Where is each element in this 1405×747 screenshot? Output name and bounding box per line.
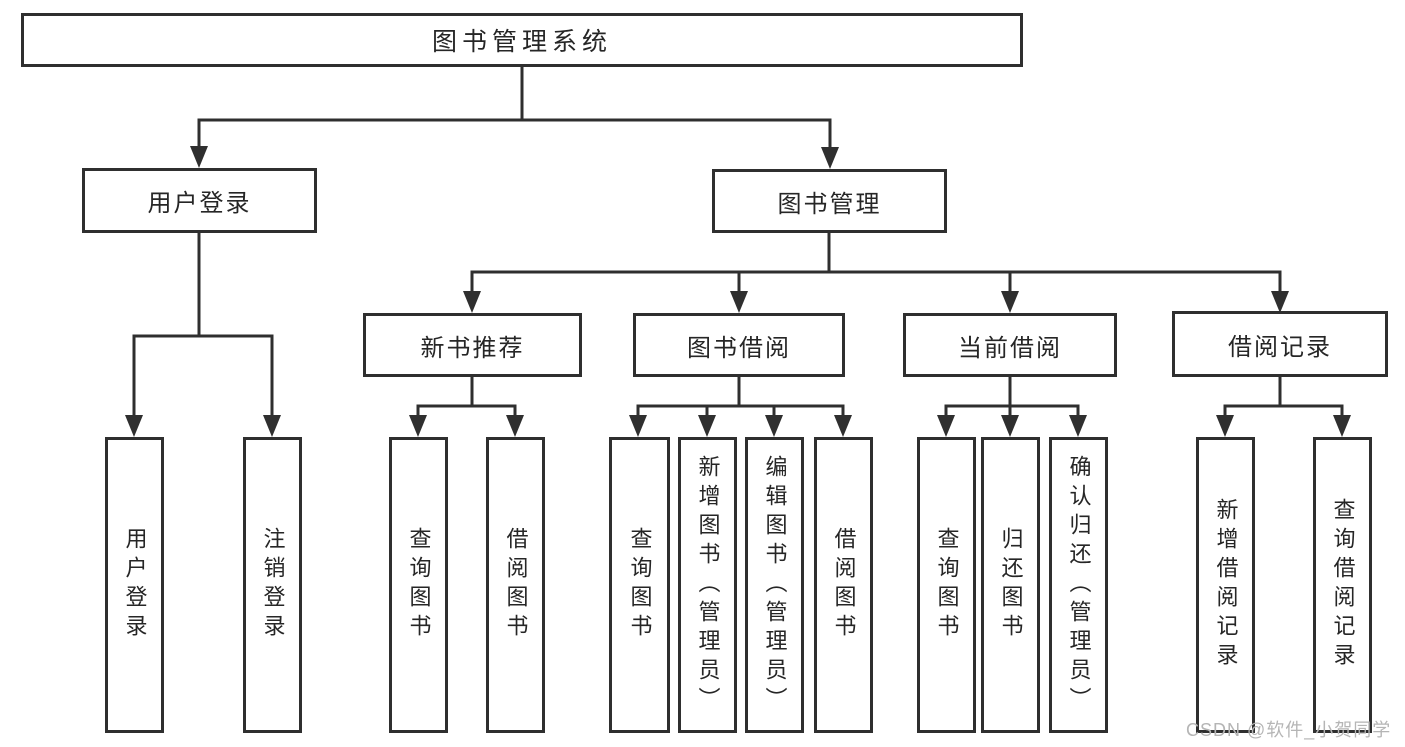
node-root-label: 图书管理系统 [431, 28, 612, 56]
node-new-book-recommend-label: 新书推荐 [420, 334, 525, 362]
arrow-down-icon [730, 291, 748, 313]
arrow-down-icon [821, 147, 839, 169]
node-new-book-recommend: 新书推荐 [363, 313, 582, 377]
leaf-edit-book-admin: 编辑图书（管理员） [745, 437, 804, 733]
leaf-edit-book-admin-label: 编辑图书（管理员） [762, 454, 788, 716]
node-current-borrow-label: 当前借阅 [958, 334, 1062, 362]
leaf-add-book-admin-label: 新增图书（管理员） [695, 454, 721, 716]
leaf-query-borrow-record-label: 查询借阅记录 [1330, 498, 1356, 672]
arrow-down-icon [190, 146, 208, 168]
node-book-management-label: 图书管理 [777, 190, 882, 218]
arrow-down-icon [463, 291, 481, 313]
arrow-down-icon [937, 415, 955, 437]
arrow-down-icon [1001, 415, 1019, 437]
arrow-down-icon [125, 415, 143, 437]
arrow-down-icon [1333, 415, 1351, 437]
leaf-user-login-label: 用户登录 [122, 527, 148, 643]
leaf-return-books-label: 归还图书 [998, 527, 1024, 643]
leaf-query-books-recommend: 查询图书 [389, 437, 448, 733]
leaf-query-books-current: 查询图书 [917, 437, 976, 733]
leaf-query-books-borrow-label: 查询图书 [627, 527, 653, 643]
leaf-add-borrow-record-label: 新增借阅记录 [1213, 498, 1239, 672]
leaf-confirm-return-admin-label: 确认归还（管理员） [1066, 454, 1092, 716]
node-borrow-records: 借阅记录 [1172, 311, 1388, 377]
arrow-down-icon [629, 415, 647, 437]
arrow-down-icon [698, 415, 716, 437]
arrow-down-icon [1001, 291, 1019, 313]
leaf-logout-label: 注销登录 [260, 527, 286, 643]
arrow-down-icon [765, 415, 783, 437]
arrow-down-icon [834, 415, 852, 437]
node-book-management: 图书管理 [712, 169, 947, 233]
leaf-query-borrow-record: 查询借阅记录 [1313, 437, 1372, 733]
leaf-logout: 注销登录 [243, 437, 302, 733]
leaf-borrow-books-label: 借阅图书 [831, 527, 857, 643]
csdn-watermark: CSDN @软件_小贺同学 [1186, 720, 1392, 740]
leaf-query-books-borrow: 查询图书 [609, 437, 670, 733]
node-book-borrow: 图书借阅 [633, 313, 845, 377]
leaf-borrow-books-recommend: 借阅图书 [486, 437, 545, 733]
arrow-down-icon [1216, 415, 1234, 437]
leaf-query-books-current-label: 查询图书 [934, 527, 960, 643]
node-user-login-label: 用户登录 [147, 190, 252, 217]
arrow-down-icon [1271, 291, 1289, 313]
leaf-add-book-admin: 新增图书（管理员） [678, 437, 737, 733]
leaf-query-books-recommend-label: 查询图书 [406, 527, 432, 643]
node-user-login: 用户登录 [82, 168, 317, 233]
node-current-borrow: 当前借阅 [903, 313, 1117, 377]
node-borrow-records-label: 借阅记录 [1228, 333, 1332, 361]
leaf-add-borrow-record: 新增借阅记录 [1196, 437, 1255, 733]
node-book-borrow-label: 图书借阅 [687, 334, 791, 362]
arrow-down-icon [263, 415, 281, 437]
arrow-down-icon [506, 415, 524, 437]
node-root-system: 图书管理系统 [21, 13, 1023, 67]
leaf-borrow-books-recommend-label: 借阅图书 [503, 527, 529, 643]
leaf-confirm-return-admin: 确认归还（管理员） [1049, 437, 1108, 733]
leaf-borrow-books: 借阅图书 [814, 437, 873, 733]
leaf-user-login: 用户登录 [105, 437, 164, 733]
arrow-down-icons [125, 146, 1351, 437]
leaf-return-books: 归还图书 [981, 437, 1040, 733]
arrow-down-icon [1069, 415, 1087, 437]
arrow-down-icon [409, 415, 427, 437]
